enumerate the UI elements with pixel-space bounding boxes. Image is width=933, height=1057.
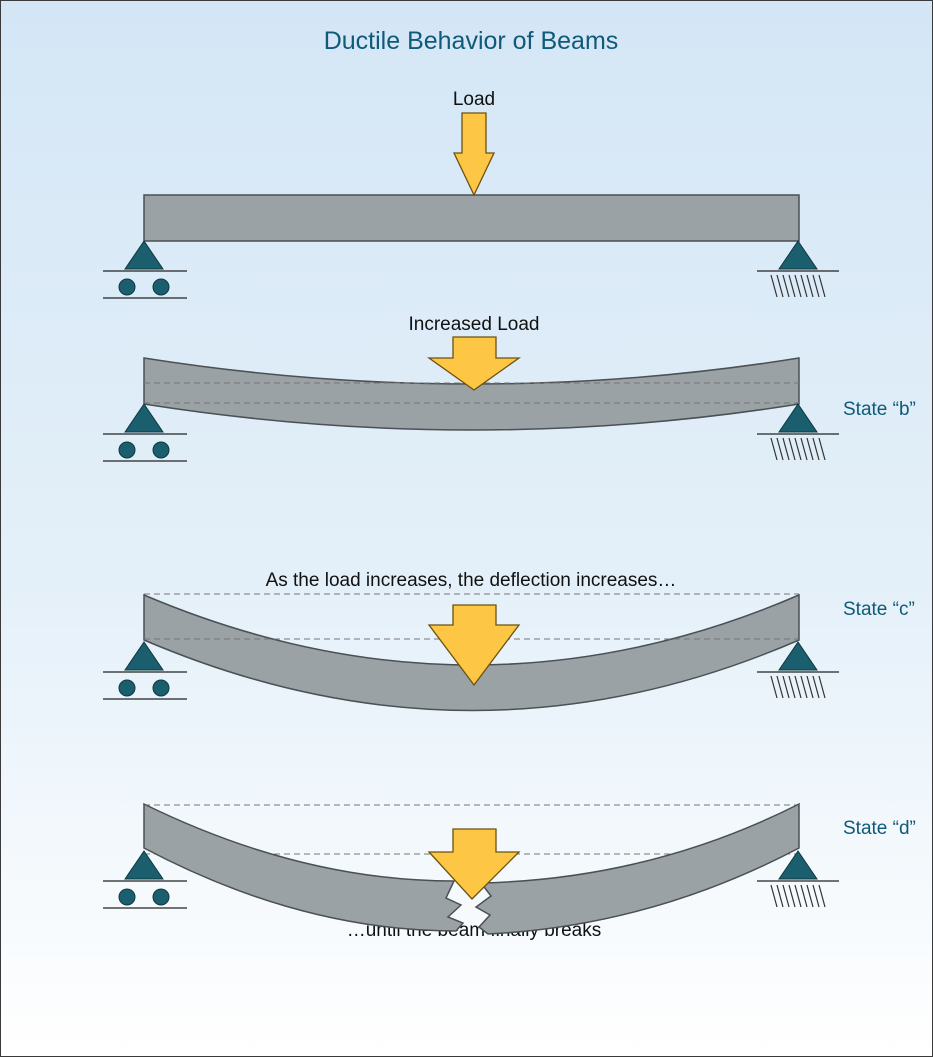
- panel-c: As the load increases, the deflection in…: [103, 570, 915, 712]
- right-pin-support: [757, 641, 839, 699]
- right-pin-support: [757, 850, 839, 908]
- state-b-label: State “b”: [843, 399, 916, 420]
- load-label: Load: [453, 89, 495, 110]
- deflection-caption: As the load increases, the deflection in…: [266, 570, 677, 591]
- left-roller-support: [103, 641, 187, 700]
- beam-left-fragment: [143, 802, 465, 932]
- panel-d: State “d” …until the beam finally breaks: [103, 802, 916, 941]
- beam-deflected-b: [143, 357, 800, 431]
- load-arrow: [452, 112, 496, 197]
- panel-a: Load: [103, 89, 839, 299]
- beam-deflected-c: [143, 593, 800, 712]
- left-roller-support: [103, 403, 187, 462]
- beam-right-fragment: [474, 802, 800, 935]
- state-c-label: State “c”: [843, 599, 915, 620]
- beam-straight: [143, 194, 800, 242]
- load-arrow: [427, 604, 521, 687]
- increased-load-label: Increased Load: [409, 314, 540, 335]
- diagram-title: Ductile Behavior of Beams: [324, 27, 619, 55]
- left-roller-support: [103, 850, 187, 909]
- right-pin-support: [757, 240, 839, 298]
- state-d-label: State “d”: [843, 818, 916, 839]
- load-arrow: [427, 828, 521, 900]
- right-pin-support: [757, 403, 839, 461]
- left-roller-support: [103, 240, 187, 299]
- load-arrow: [426, 336, 522, 391]
- panel-b: Increased Load State “b”: [103, 314, 916, 462]
